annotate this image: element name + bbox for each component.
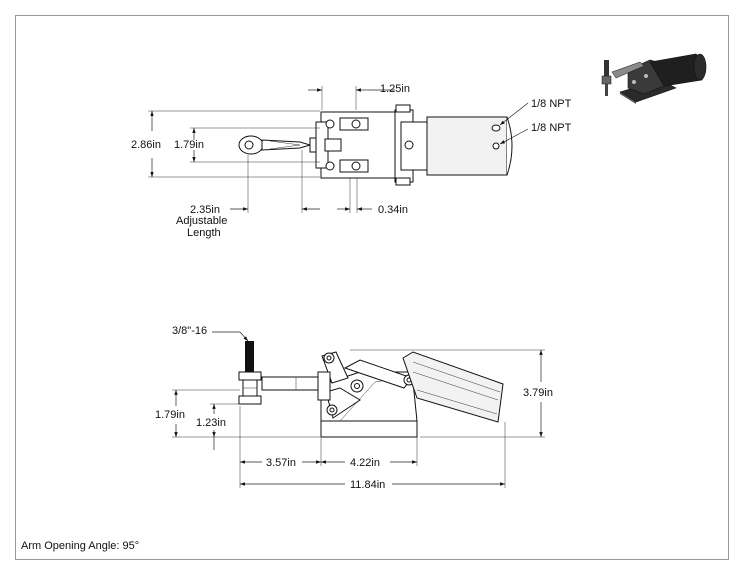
dim-2-86: 2.86in [131,139,161,151]
side-arm [261,376,327,391]
thread-label: 3/8"-16 [172,325,207,337]
dim-0-34: 0.34in [378,204,408,216]
side-spindle [238,341,262,405]
dim-1-23: 1.23in [196,417,226,429]
side-base [320,420,418,438]
side-cylinder [402,351,504,423]
dim-length-label: Length [187,227,221,239]
dim-3-79: 3.79in [523,387,553,399]
top-view: 1.25in 2.86in 1.79in 2.35in Adjustable L… [131,83,572,239]
top-body [315,104,428,186]
port-label-2: 1/8 NPT [531,122,572,134]
dim-2-35: 2.35in [190,204,220,216]
side-view: 3/8"-16 3.79in 1.79in 1.23in 3.57in 4.22… [155,325,553,491]
dim-adjustable-label: Adjustable [176,215,227,227]
port-label-1: 1/8 NPT [531,98,572,110]
dim-1-79-top: 1.79in [174,139,204,151]
dim-11-84: 11.84in [350,479,385,491]
iso-thumbnail [601,53,707,104]
dim-3-57: 3.57in [266,457,296,469]
drawing-frame [15,15,729,560]
dim-1-25: 1.25in [380,83,410,95]
top-spindle-eye [238,135,312,155]
dim-1-79-side: 1.79in [155,409,185,421]
top-cylinder [426,116,513,176]
arm-opening-angle-note: Arm Opening Angle: 95° [21,540,140,552]
dim-4-22: 4.22in [350,457,380,469]
